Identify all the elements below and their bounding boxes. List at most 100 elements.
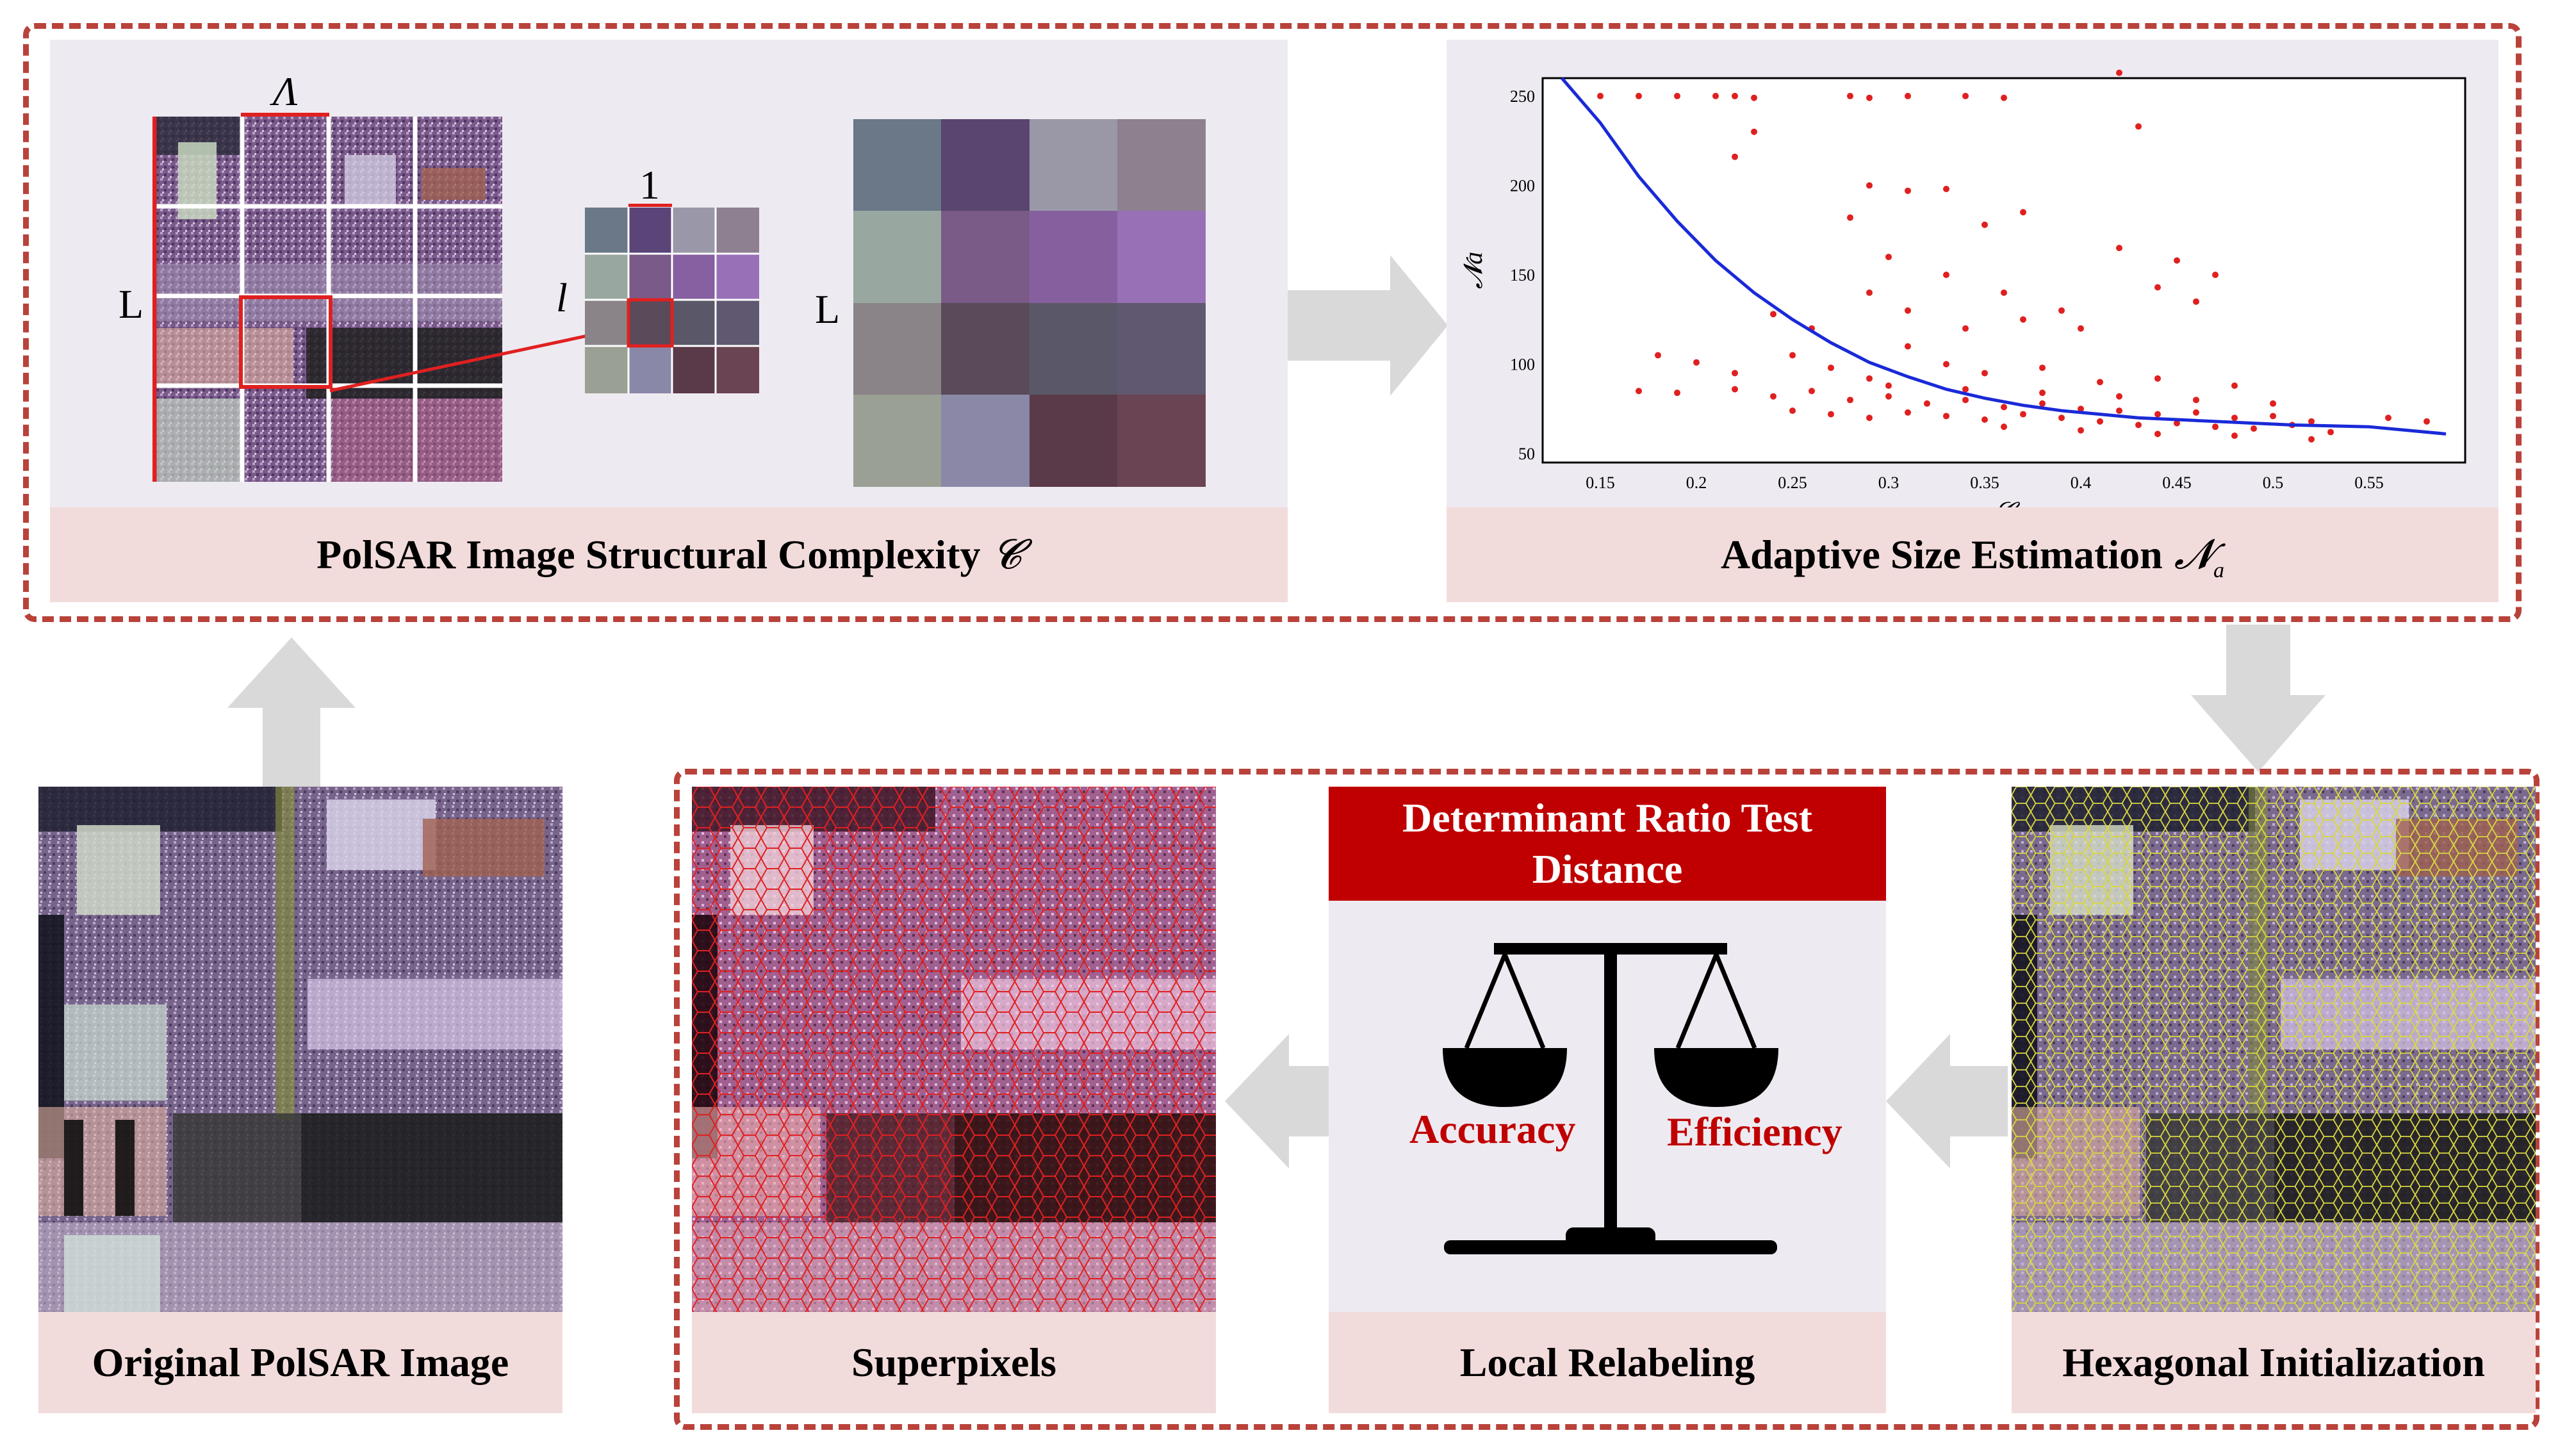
complexity-caption-text: PolSAR Image Structural Complexity	[316, 532, 981, 577]
scatter-point	[2058, 414, 2065, 422]
scatter-point	[1751, 128, 1757, 135]
original-polsar-image	[38, 787, 562, 1312]
hexagonal-initialization-image	[2012, 787, 2536, 1312]
scatter-point	[2001, 404, 2007, 411]
scatter-point	[2001, 423, 2007, 430]
scatter-point	[2231, 432, 2238, 439]
scatter-point	[2078, 325, 2084, 332]
scatter-point	[1924, 400, 1930, 407]
scatter-point	[2251, 425, 2257, 432]
x-tick-label: 0.5	[2263, 473, 2284, 492]
L-label-mosaic: L	[815, 286, 841, 332]
balance-scale-icon	[1443, 943, 1778, 1254]
scatter-point	[2116, 393, 2122, 400]
efficiency-label: Efficiency	[1667, 1109, 1842, 1154]
scatter-point	[1732, 92, 1738, 99]
scatter-point	[2193, 397, 2199, 404]
superpixels-image	[692, 787, 1216, 1312]
scatter-point	[2154, 430, 2161, 438]
scatter-point	[1636, 388, 1642, 395]
scatter-point	[1962, 397, 1969, 404]
scatter-point	[2001, 289, 2007, 296]
relabeling-caption-text: Local Relabeling	[1459, 1340, 1755, 1385]
scatter-point	[2212, 271, 2219, 278]
scatter-point	[2154, 284, 2161, 291]
scatter-point	[2001, 94, 2007, 101]
superpixels-caption: Superpixels	[692, 1312, 1216, 1413]
scatter-point	[2308, 436, 2315, 443]
x-tick-label: 0.45	[2162, 473, 2192, 492]
x-tick-label: 0.3	[1878, 473, 1899, 492]
plot-area	[1541, 77, 2466, 464]
scatter-point	[2116, 245, 2122, 252]
scatter-point	[1597, 92, 1604, 99]
size-estimation-caption-subscript: a	[2213, 559, 2225, 582]
x-tick-label: 0.55	[2354, 473, 2384, 492]
scatter-point	[2424, 418, 2430, 425]
scatter-point	[1981, 221, 1988, 228]
scatter-point	[1962, 386, 1969, 393]
complexity-mosaic-image	[853, 119, 1206, 487]
x-tick-label: 0.4	[2071, 473, 2092, 492]
scatter-point	[1943, 413, 1949, 420]
scatter-point	[1885, 382, 1892, 389]
scatter-point	[2020, 209, 2026, 216]
scatter-point	[1981, 370, 1988, 377]
x-tick-label: 0.2	[1686, 473, 1707, 492]
scatter-point	[2039, 365, 2046, 372]
scatter-point	[1712, 92, 1719, 99]
original-caption-text: Original PolSAR Image	[92, 1340, 509, 1385]
complexity-caption-symbol: 𝓒	[992, 532, 1021, 577]
scatter-point	[1732, 386, 1738, 393]
top-dashed-group	[23, 23, 2522, 622]
scatter-point	[1866, 94, 1873, 101]
l-label: l	[556, 275, 568, 320]
y-tick-label: 50	[1518, 445, 1535, 463]
scatter-point	[1751, 94, 1757, 101]
scatter-point	[2154, 411, 2161, 418]
y-tick-label: 150	[1510, 266, 1535, 284]
scatter-point	[2020, 316, 2026, 323]
scatter-point	[2174, 257, 2180, 264]
scatter-point	[2039, 400, 2046, 407]
scatter-point	[1943, 271, 1949, 278]
scatter-point	[1789, 407, 1796, 414]
y-tick-label: 250	[1510, 87, 1535, 106]
relabeling-header: Determinant Ratio Test Distance	[1329, 787, 1886, 901]
x-axis-label: 𝓒	[1995, 497, 2021, 507]
one-label: 1	[639, 162, 660, 208]
left-arrow-superpixels	[1225, 1034, 1341, 1168]
scatter-point	[2078, 427, 2084, 434]
x-tick-label: 0.35	[1970, 473, 1999, 492]
scatter-point	[2193, 409, 2199, 416]
scatter-point	[2270, 400, 2276, 407]
scatter-point	[2039, 389, 2046, 397]
relabeling-header-line2: Distance	[1532, 846, 1683, 892]
polsar-patch-grid-image	[152, 117, 502, 482]
y-axis-label: 𝓝a	[1459, 252, 1488, 289]
size-estimation-caption-text: Adaptive Size Estimation	[1720, 532, 2163, 577]
y-tick-label: 200	[1510, 176, 1535, 195]
scatter-point	[1943, 361, 1949, 368]
scatter-point	[2154, 375, 2161, 382]
scatter-point	[1866, 375, 1873, 382]
scatter-point	[2308, 418, 2315, 425]
scatter-point	[1866, 289, 1873, 296]
scatter-point	[1674, 92, 1680, 99]
L-label: L	[119, 281, 144, 327]
scatter-point	[2078, 406, 2084, 413]
down-arrow-right	[2191, 625, 2326, 772]
scatter-point	[1905, 92, 1911, 99]
scatter-point	[1962, 92, 1969, 99]
scatter-point	[1866, 414, 1873, 422]
scatter-point	[2097, 379, 2103, 386]
small-patch-image	[585, 208, 759, 393]
right-arrow-top	[1288, 255, 1448, 396]
size-estimation-caption: Adaptive Size Estimation 𝓝 a	[1447, 507, 2498, 602]
relabeling-caption: Local Relabeling	[1329, 1312, 1886, 1413]
original-caption: Original PolSAR Image	[38, 1312, 562, 1413]
y-tick-label: 100	[1510, 356, 1535, 374]
scatter-point	[1655, 352, 1661, 359]
scatter-point	[2327, 429, 2334, 436]
